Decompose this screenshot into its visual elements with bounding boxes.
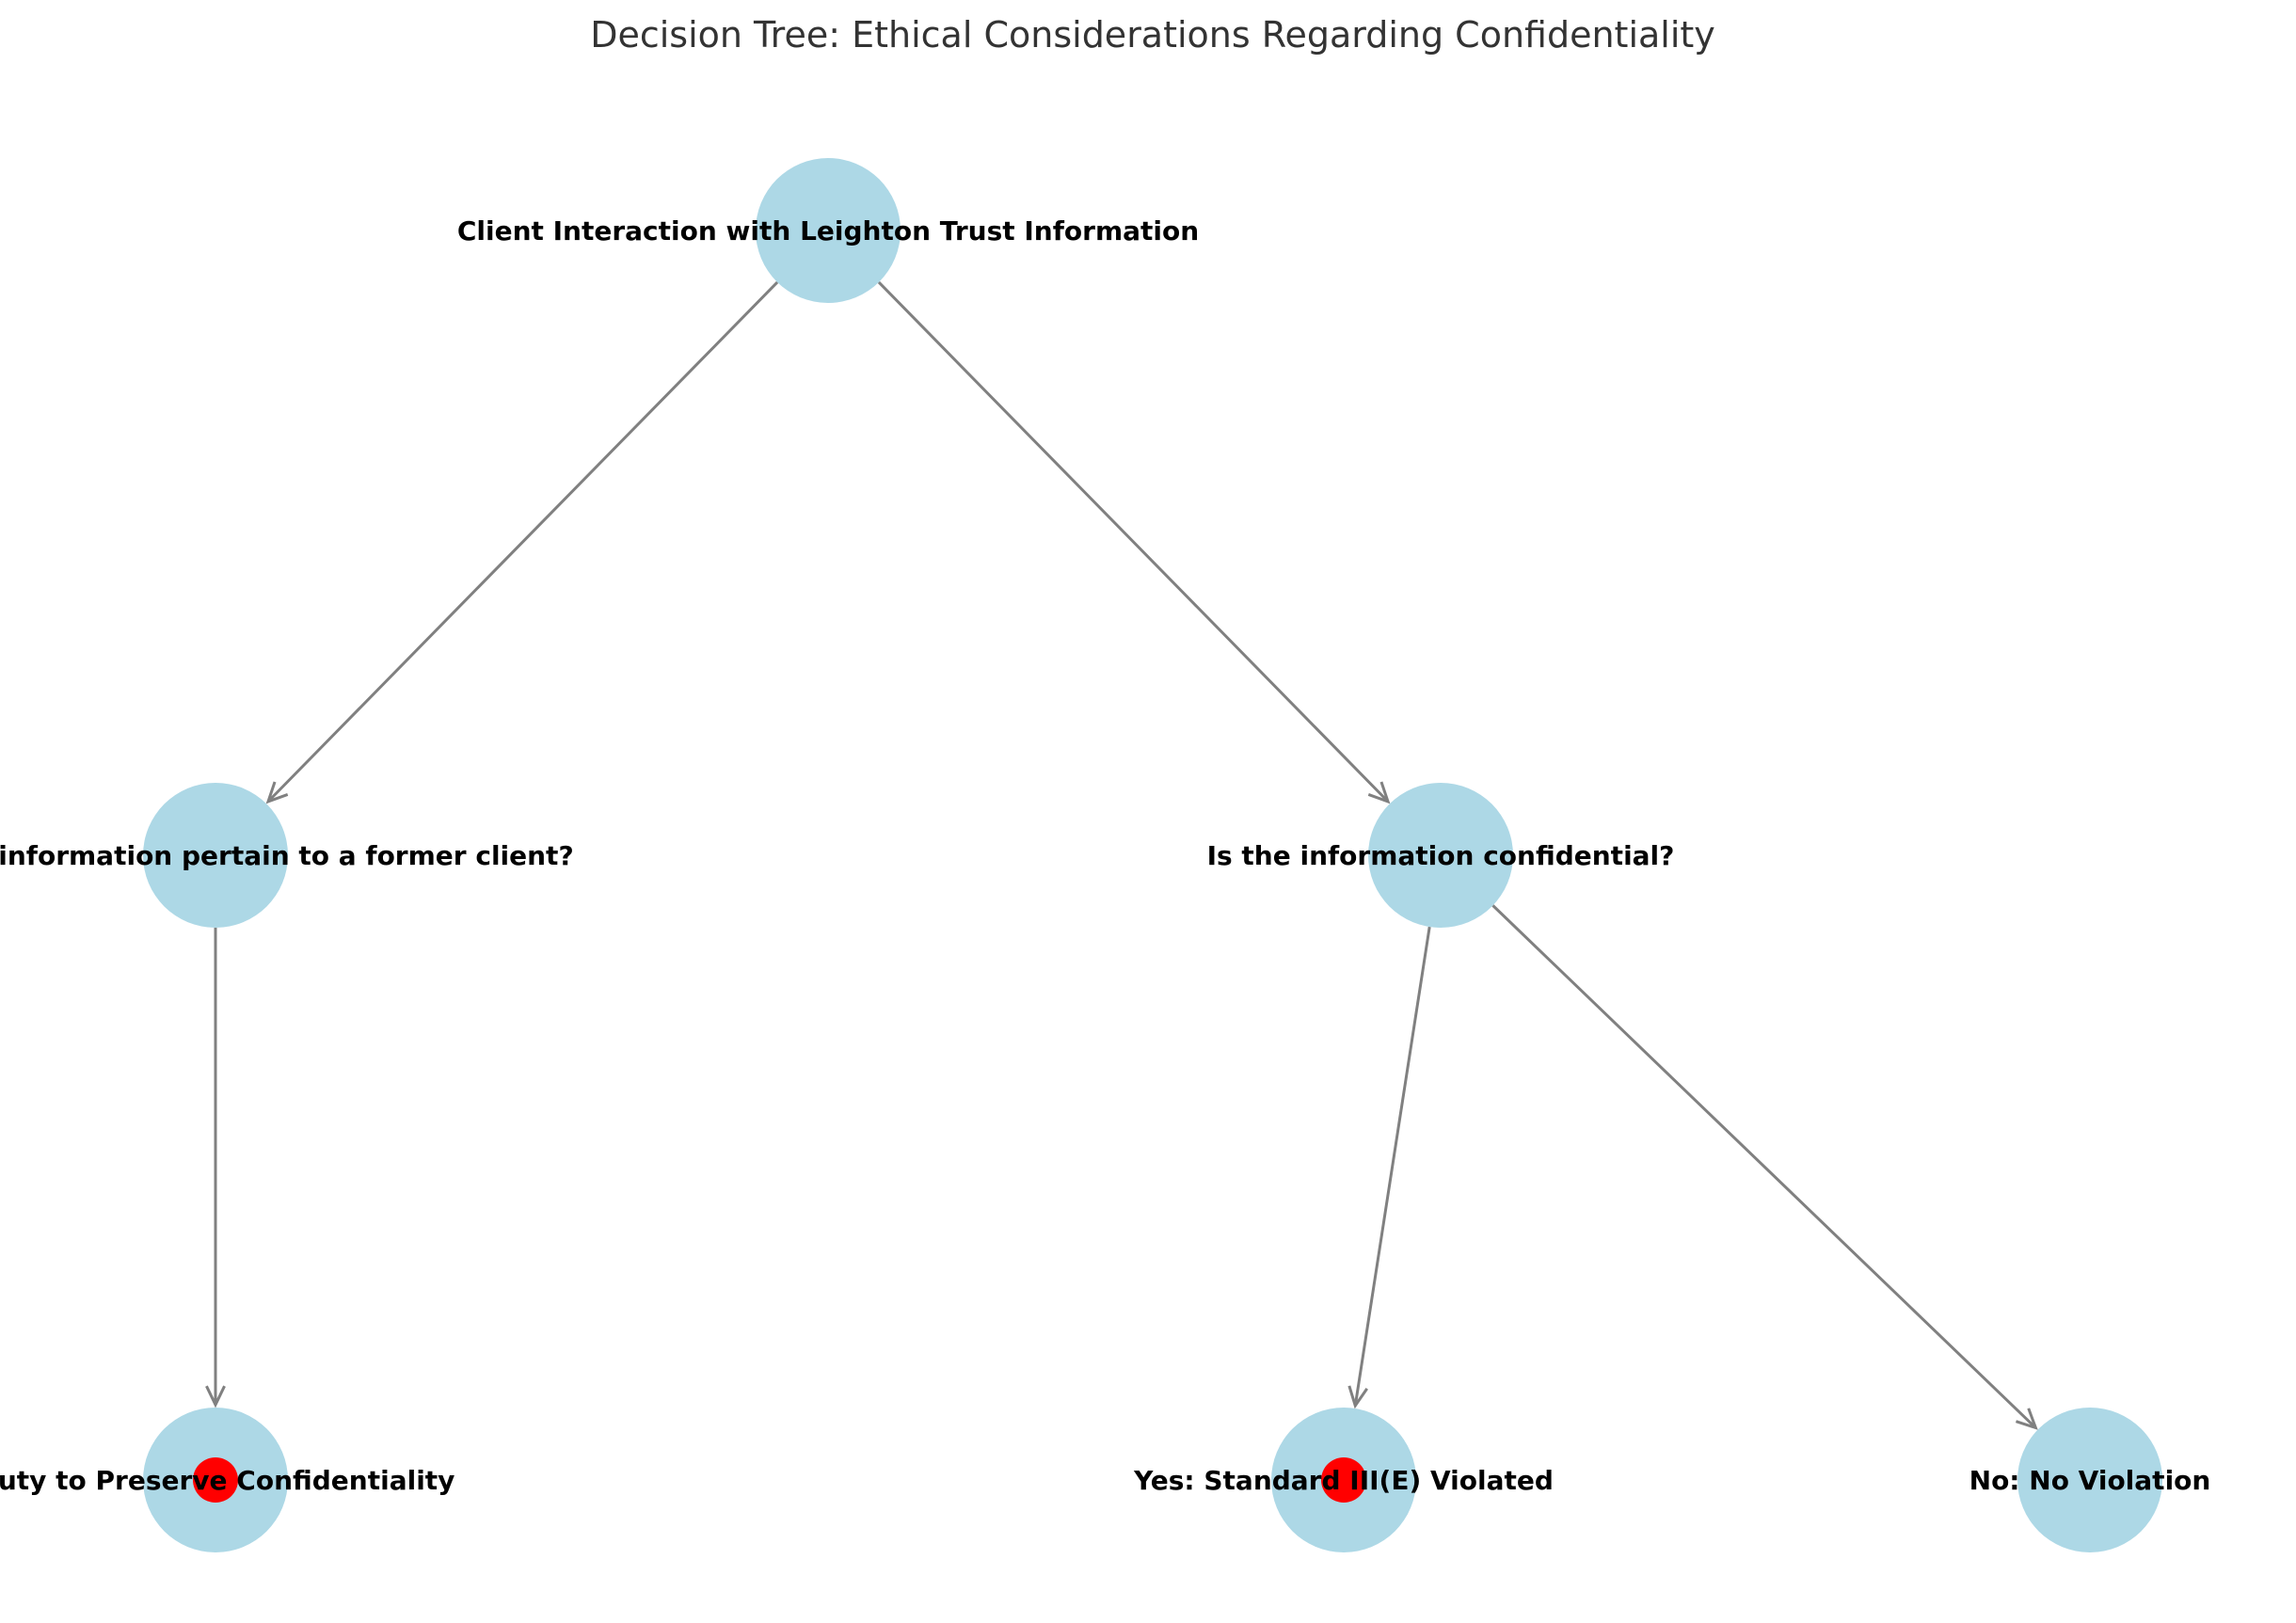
node-label-former: Does the information pertain to a former… — [0, 840, 574, 871]
node-duty — [143, 1408, 288, 1552]
node-root — [756, 158, 901, 303]
edge-root-to-former — [265, 280, 779, 804]
node-label-yes: Yes: Standard III(E) Violated — [1133, 1465, 1554, 1496]
edge-line — [1353, 926, 1431, 1407]
edge-line — [877, 280, 1390, 803]
arrowhead — [1347, 1385, 1368, 1409]
edge-line — [1491, 904, 2037, 1429]
edge-root-to-confidential — [877, 280, 1391, 804]
edge-line — [266, 280, 779, 803]
node-label-root: Client Interaction with Leighton Trust I… — [457, 215, 1199, 247]
arrowhead — [265, 781, 289, 804]
node-circle — [2017, 1408, 2162, 1552]
arrowhead — [205, 1385, 226, 1408]
edge-former-to-duty — [205, 928, 226, 1408]
diagram-title: Decision Tree: Ethical Considerations Re… — [590, 14, 1715, 56]
node-label-duty: Duty to Preserve Confidentiality — [0, 1465, 454, 1496]
node-yes — [1271, 1408, 1416, 1552]
node-circle — [143, 783, 288, 928]
nodes-layer — [143, 158, 2162, 1552]
arrowhead — [1367, 781, 1391, 804]
node-circle — [756, 158, 901, 303]
edge-confidential-to-yes — [1347, 926, 1431, 1409]
node-label-confidential: Is the information confidential? — [1207, 840, 1675, 871]
node-confidential — [1368, 783, 1513, 928]
labels-layer: Client Interaction with Leighton Trust I… — [0, 215, 2210, 1496]
edges-layer — [205, 280, 2038, 1430]
node-no — [2017, 1408, 2162, 1552]
arrowhead — [2015, 1408, 2038, 1430]
edge-confidential-to-no — [1491, 904, 2038, 1430]
node-former — [143, 783, 288, 928]
highlight-marker — [1321, 1457, 1366, 1503]
highlight-marker — [193, 1457, 238, 1503]
node-label-no: No: No Violation — [1969, 1465, 2211, 1496]
node-circle — [1368, 783, 1513, 928]
